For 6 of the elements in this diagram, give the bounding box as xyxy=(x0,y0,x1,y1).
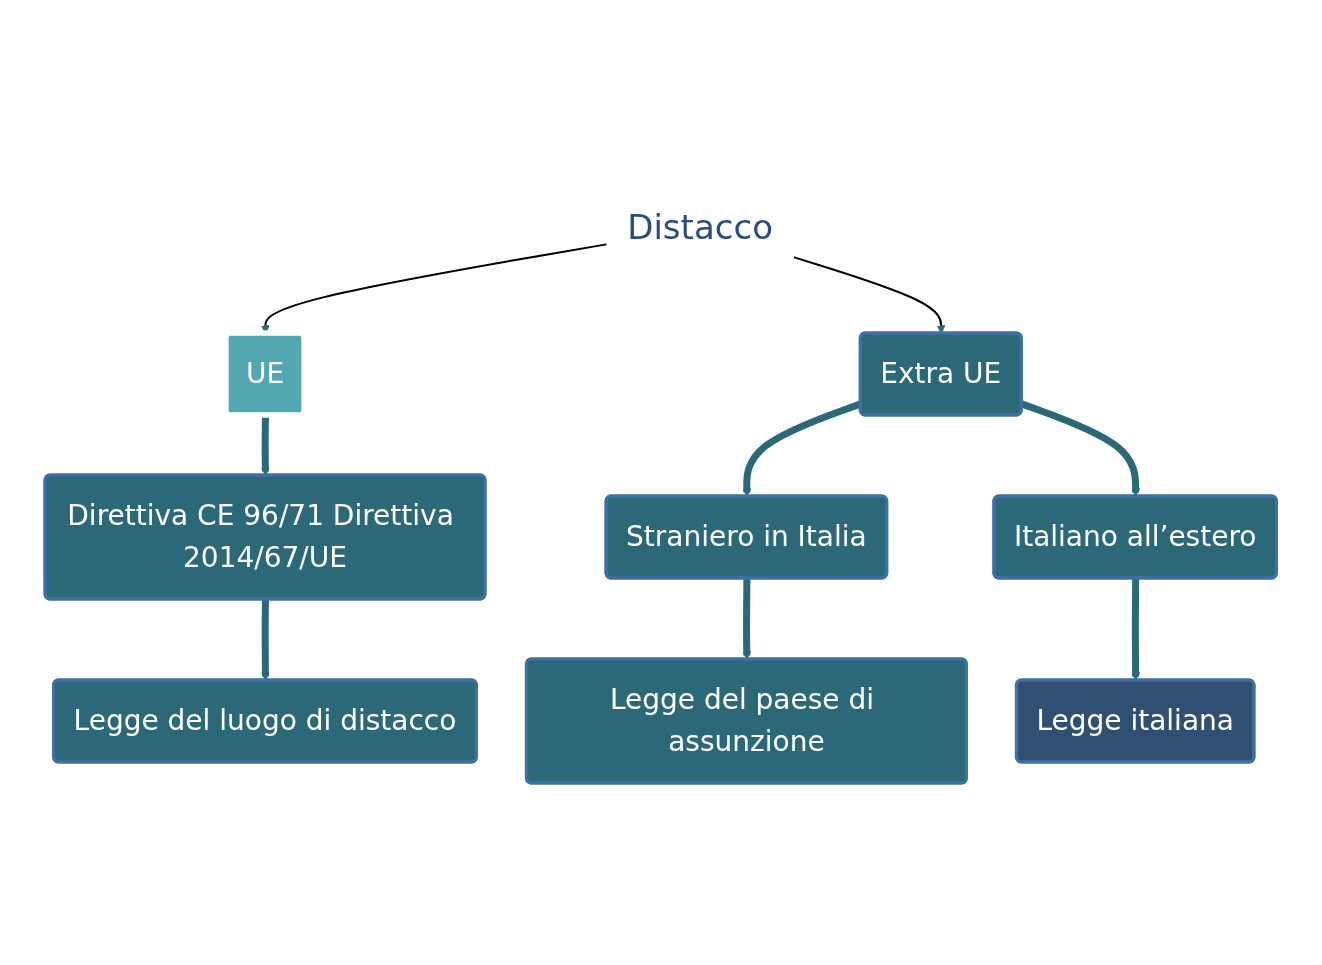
node-text: Distacco xyxy=(627,207,774,247)
arrow xyxy=(261,415,271,476)
arrow xyxy=(742,578,752,660)
arrow xyxy=(1131,578,1141,681)
arrow xyxy=(261,599,271,681)
arrow xyxy=(792,256,946,334)
